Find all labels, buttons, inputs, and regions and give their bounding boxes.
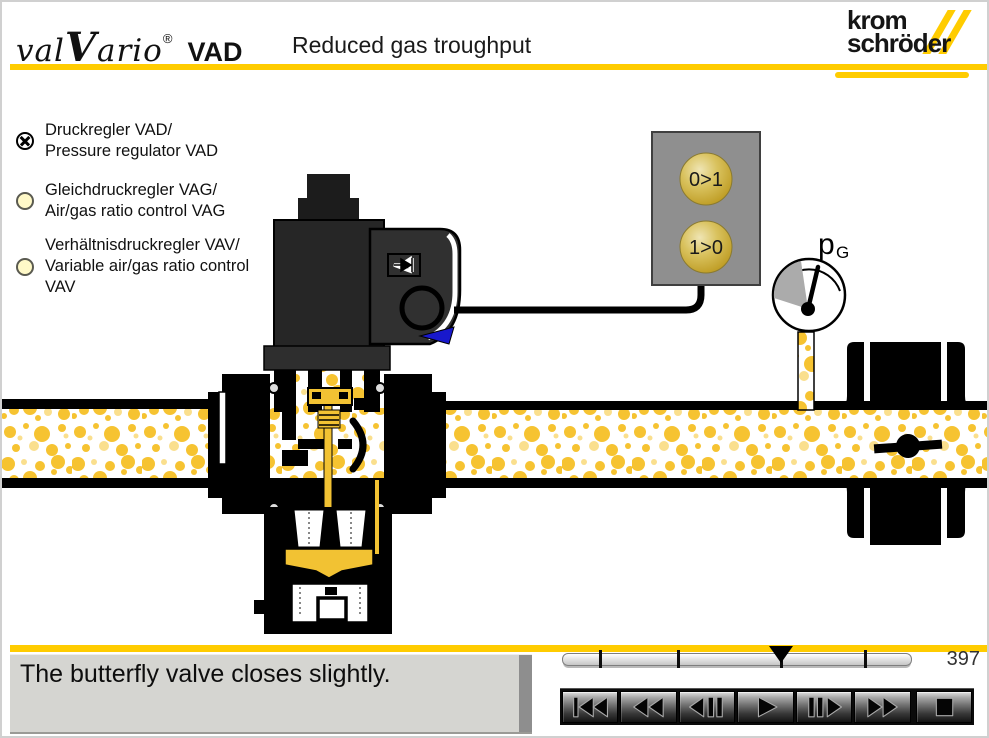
pressure-gauge: p G	[771, 228, 849, 333]
switch-on-label: 0>1	[689, 169, 723, 191]
product-logo: valVario® VAD	[16, 24, 242, 71]
rewind-button[interactable]	[620, 691, 677, 723]
option-label-en: Variable air/gas ratio control VAV	[45, 257, 250, 296]
switch-off-label: 1>0	[689, 237, 723, 259]
playback-controls	[560, 688, 974, 725]
footer-divider	[10, 645, 987, 652]
play-button[interactable]	[737, 691, 794, 723]
logo-script: valVario®	[16, 24, 174, 71]
radio-checked-icon[interactable]	[16, 132, 34, 150]
butterfly-disc	[873, 434, 943, 458]
brand-line1: krom	[847, 5, 908, 35]
diaphragm-housing	[254, 480, 392, 634]
left-pipe	[2, 399, 222, 488]
fast-forward-button[interactable]	[854, 691, 911, 723]
timeline-marker[interactable]	[769, 646, 793, 663]
step-back-button[interactable]	[678, 691, 736, 723]
blue-connector	[418, 326, 455, 345]
gauge-label-subscript: G	[836, 243, 849, 262]
option-label-de: Druckregler VAD/	[45, 121, 173, 139]
option-label-de: Gleichdruckregler VAG/	[45, 181, 218, 199]
stop-button[interactable]	[915, 691, 972, 723]
impulse-tube	[218, 391, 227, 465]
diaphragm	[284, 548, 374, 579]
valve-disc	[349, 417, 367, 473]
brand-line2: schröder	[847, 28, 951, 58]
page-title: Reduced gas troughput	[292, 32, 532, 58]
control-cable	[454, 284, 705, 314]
logo-model: VAD	[187, 37, 243, 67]
brand-underline	[835, 72, 969, 78]
skip-to-start-button[interactable]	[562, 691, 619, 723]
gauge-tap-pipe	[797, 331, 815, 411]
option-air-gas-ratio-vag[interactable]: Gleichdruckregler VAG/ Air/gas ratio con…	[16, 180, 225, 222]
solenoid-actuator	[263, 174, 462, 371]
gauge-needle	[805, 264, 821, 312]
timeline-tick	[599, 650, 602, 668]
step-forward-button[interactable]	[795, 691, 853, 723]
radio-unchecked-icon[interactable]	[16, 257, 34, 276]
option-label-en: Pressure regulator VAD	[45, 142, 219, 160]
radio-unchecked-icon[interactable]	[16, 192, 34, 210]
caption-scrollbar[interactable]	[519, 655, 532, 732]
option-label-en: Air/gas ratio control VAG	[45, 202, 226, 220]
connector-circle	[399, 285, 445, 331]
timeline-track[interactable]	[562, 646, 912, 668]
option-label-de: Verhältnisdruckregler VAV/	[45, 236, 240, 254]
timeline-tick	[677, 650, 680, 668]
switch-on-button[interactable]	[679, 152, 733, 206]
switch-off-button[interactable]	[679, 220, 733, 274]
switch-box: 0>1 1>0	[651, 131, 761, 286]
timeline-tick	[864, 650, 867, 668]
header-divider	[10, 64, 987, 70]
kromschroder-logo: krom schröder	[847, 5, 973, 65]
option-pressure-regulator-vad[interactable]: Druckregler VAD/ Pressure regulator VAD	[16, 120, 218, 162]
gauge-label: p	[818, 228, 835, 261]
caption-text: The butterfly valve closes slightly.	[20, 660, 391, 688]
option-variable-ratio-vav[interactable]: Verhältnisdruckregler VAV/ Variable air/…	[16, 235, 270, 298]
butterfly-valve	[833, 342, 979, 545]
frame-number: 397	[946, 648, 980, 670]
gauge-sector	[773, 261, 808, 309]
caption-box: The butterfly valve closes slightly.	[10, 654, 532, 734]
